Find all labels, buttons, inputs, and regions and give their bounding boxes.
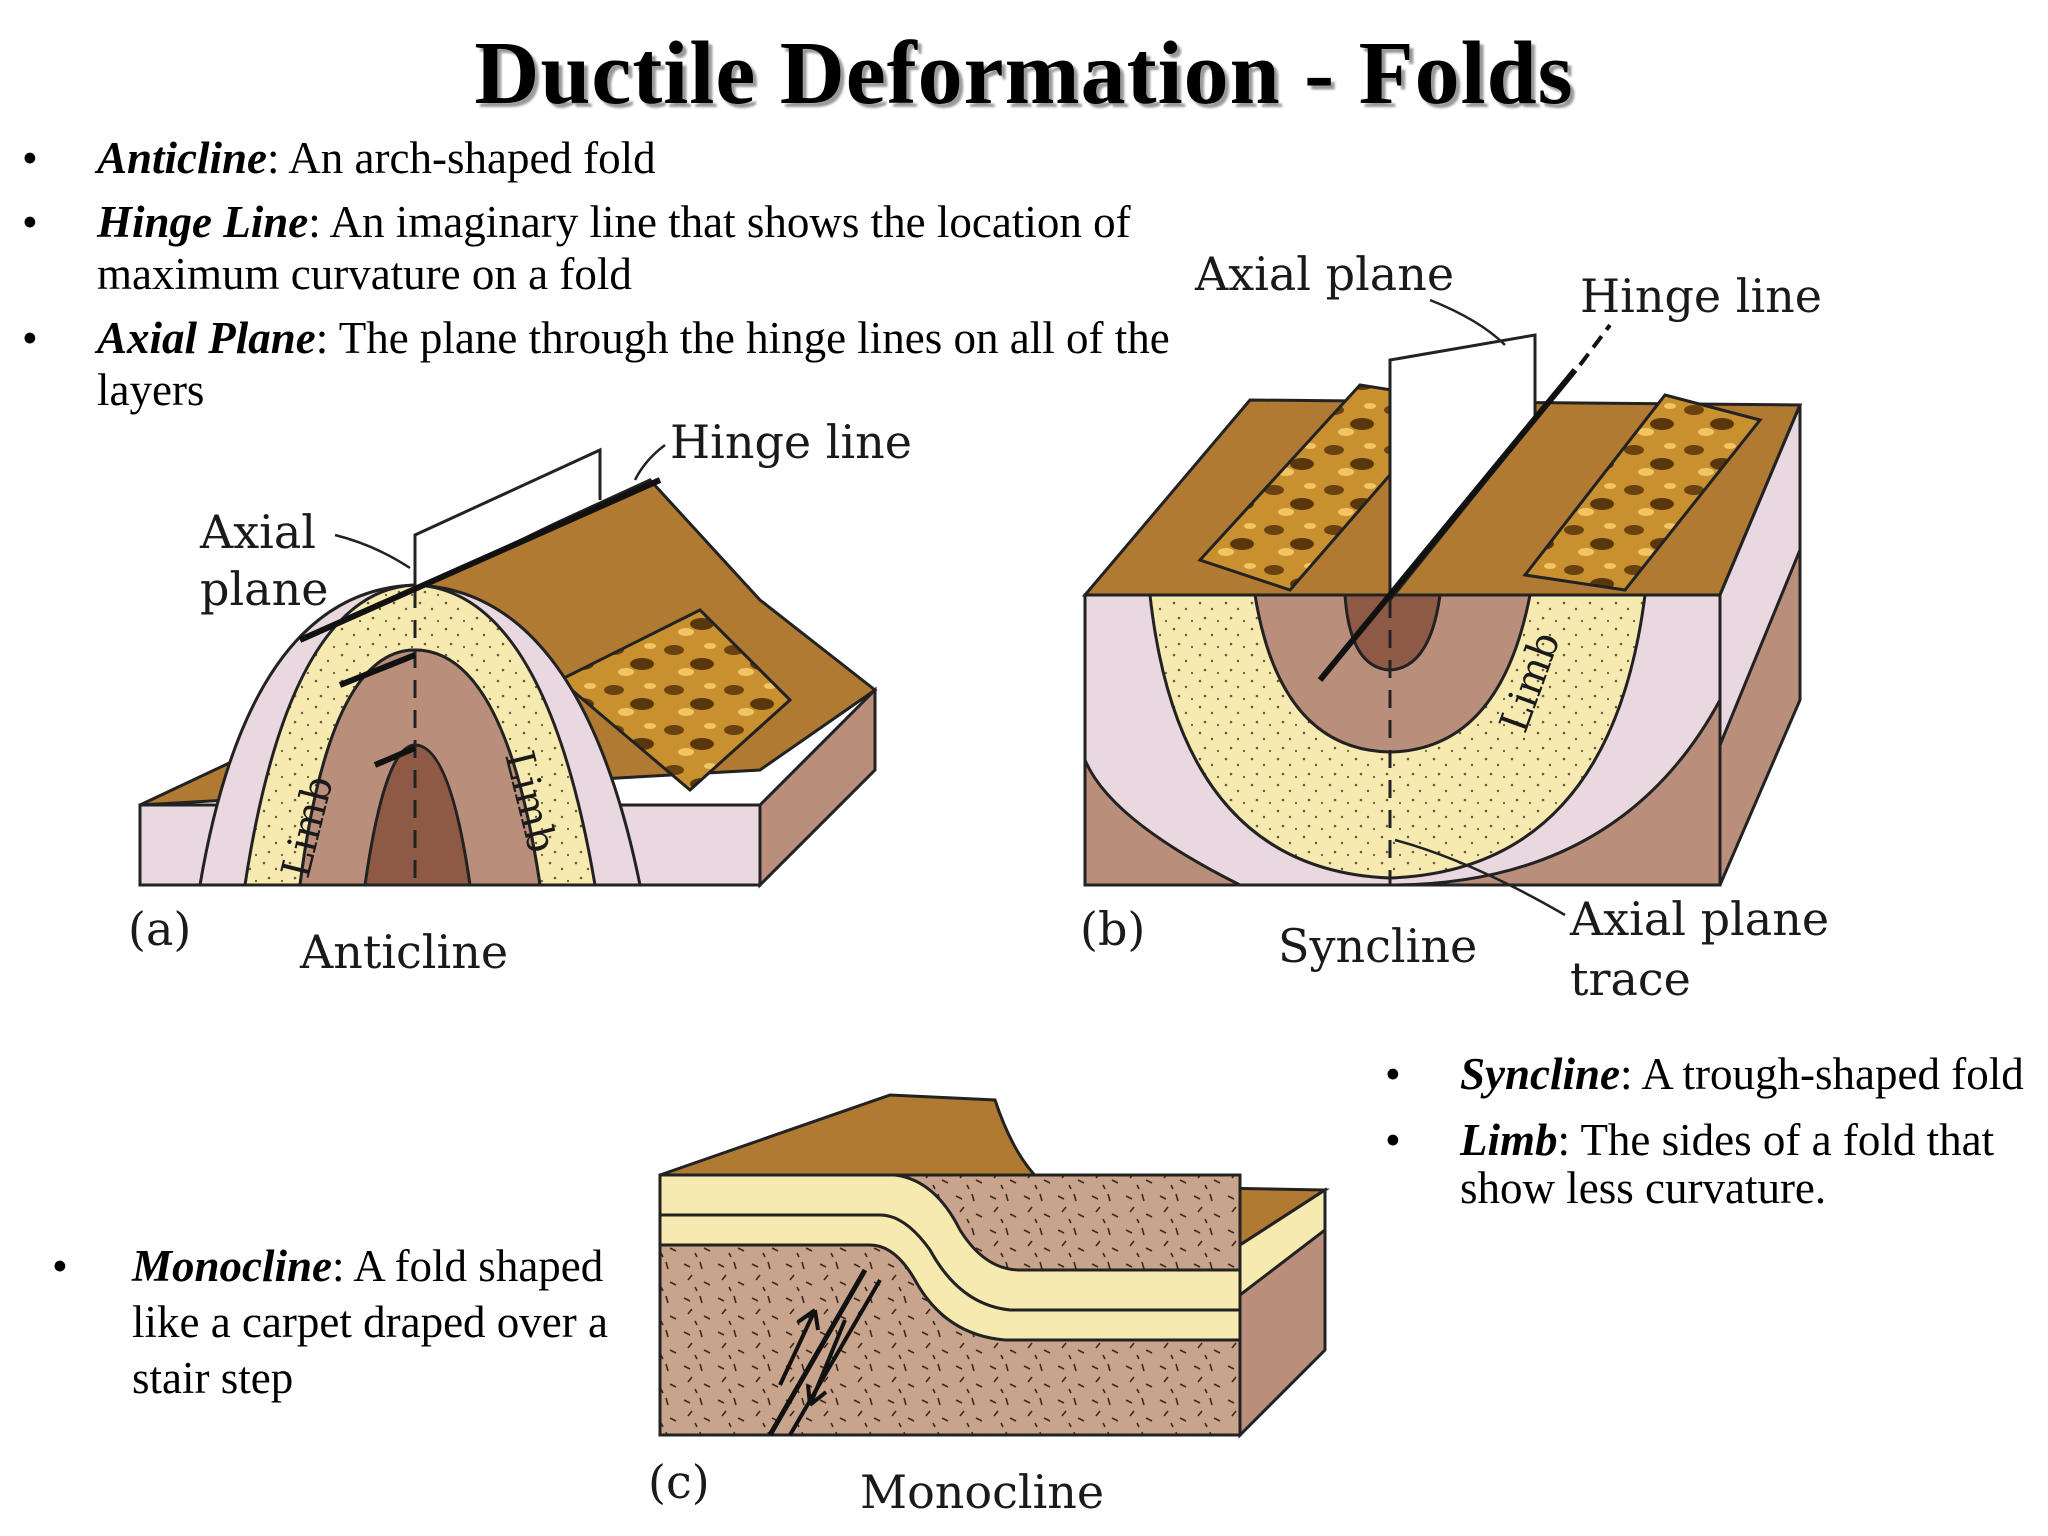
term-syncline: Syncline xyxy=(1460,1049,1621,1099)
syncline-outcrop-right xyxy=(1522,393,1763,592)
bullet-axial-plane: • Axial Plane: The plane through the hing… xyxy=(22,312,1172,416)
anticline-hinge-low xyxy=(373,745,417,768)
monocline-arrow-down xyxy=(806,1319,847,1407)
monocline-letter: (c) xyxy=(648,1455,710,1509)
bullet-dot: • xyxy=(22,313,38,363)
monocline-fault-1 xyxy=(767,1268,868,1437)
definition-limb: : The sides of a fold that show less cur… xyxy=(1460,1115,1995,1213)
syncline-diagram: Axial plane Hinge line Limb (b) Syncline… xyxy=(1080,247,1829,1006)
monocline-yellow-band-2 xyxy=(658,1213,1242,1342)
anticline-caption: Anticline xyxy=(299,925,508,979)
definitions-list-left: • Monocline: A fold shaped like a carpet … xyxy=(52,1238,652,1406)
bullet-anticline: • Anticline: An arch-shaped fold xyxy=(22,132,1172,184)
anticline-letter: (a) xyxy=(128,902,191,956)
monocline-fault-2 xyxy=(788,1278,882,1437)
bullet-dot: • xyxy=(1385,1115,1401,1165)
syncline-trace-label-1: Axial plane xyxy=(1569,892,1829,946)
anticline-hinge-line xyxy=(298,477,662,643)
term-limb: Limb xyxy=(1460,1115,1558,1165)
anticline-axial-label-2: plane xyxy=(200,562,328,616)
anticline-diagram: Axial plane Hinge line Limb Limb (a) Ant… xyxy=(128,415,912,979)
definition-axial-plane: : The plane through the hinge lines on a… xyxy=(97,313,1170,415)
anticline-hinge-leader xyxy=(633,444,666,481)
term-monocline: Monocline xyxy=(132,1241,333,1291)
definition-monocline: : A fold shaped like a carpet draped ove… xyxy=(132,1241,608,1403)
syncline-hinge-label: Hinge line xyxy=(1580,269,1822,323)
bullet-limb: • Limb: The sides of a fold that show les… xyxy=(1385,1116,2045,1212)
definition-syncline: : A trough-shaped fold xyxy=(1620,1049,2024,1099)
syncline-trace-leader xyxy=(1394,838,1566,917)
anticline-axial-label-1: Axial xyxy=(199,505,316,559)
definitions-list-right: • Syncline: A trough-shaped fold • Limb: T… xyxy=(1385,1050,2045,1230)
bullet-dot: • xyxy=(52,1241,68,1291)
anticline-axial-plane xyxy=(413,447,602,590)
term-anticline: Anticline xyxy=(97,133,268,183)
bullet-monocline: • Monocline: A fold shaped like a carpet … xyxy=(52,1238,652,1406)
syncline-axial-leader xyxy=(1429,298,1506,346)
syncline-letter: (b) xyxy=(1080,902,1145,956)
syncline-trace-label-2: trace xyxy=(1570,952,1691,1006)
monocline-caption: Monocline xyxy=(860,1465,1104,1519)
definitions-list-top: • Anticline: An arch-shaped fold • Hinge L… xyxy=(22,132,1172,428)
term-hinge-line: Hinge Line xyxy=(97,197,309,247)
definition-hinge-line: : An imaginary line that shows the locat… xyxy=(97,197,1131,299)
monocline-arrow-up xyxy=(778,1308,820,1386)
definition-anticline: : An arch-shaped fold xyxy=(267,133,656,183)
anticline-hinge-mid xyxy=(338,652,417,688)
bullet-hinge-line: • Hinge Line: An imaginary line that show… xyxy=(22,196,1172,300)
page-title: Ductile Deformation - Folds xyxy=(474,24,1574,123)
term-axial-plane: Axial Plane xyxy=(97,313,316,363)
anticline-outcrop xyxy=(557,608,793,792)
syncline-axial-plane-label: Axial plane xyxy=(1194,247,1454,301)
anticline-hinge-label: Hinge line xyxy=(670,415,912,469)
syncline-caption: Syncline xyxy=(1278,919,1477,973)
bullet-syncline: • Syncline: A trough-shaped fold xyxy=(1385,1050,2045,1098)
bullet-dot: • xyxy=(1385,1049,1401,1099)
syncline-hinge-line xyxy=(1317,368,1578,682)
syncline-hinge-extension xyxy=(1578,323,1612,367)
bullet-dot: • xyxy=(22,197,38,247)
bullet-dot: • xyxy=(22,133,38,183)
monocline-diagram: (c) Monocline xyxy=(648,1093,1330,1519)
anticline-axial-leader xyxy=(334,533,411,570)
